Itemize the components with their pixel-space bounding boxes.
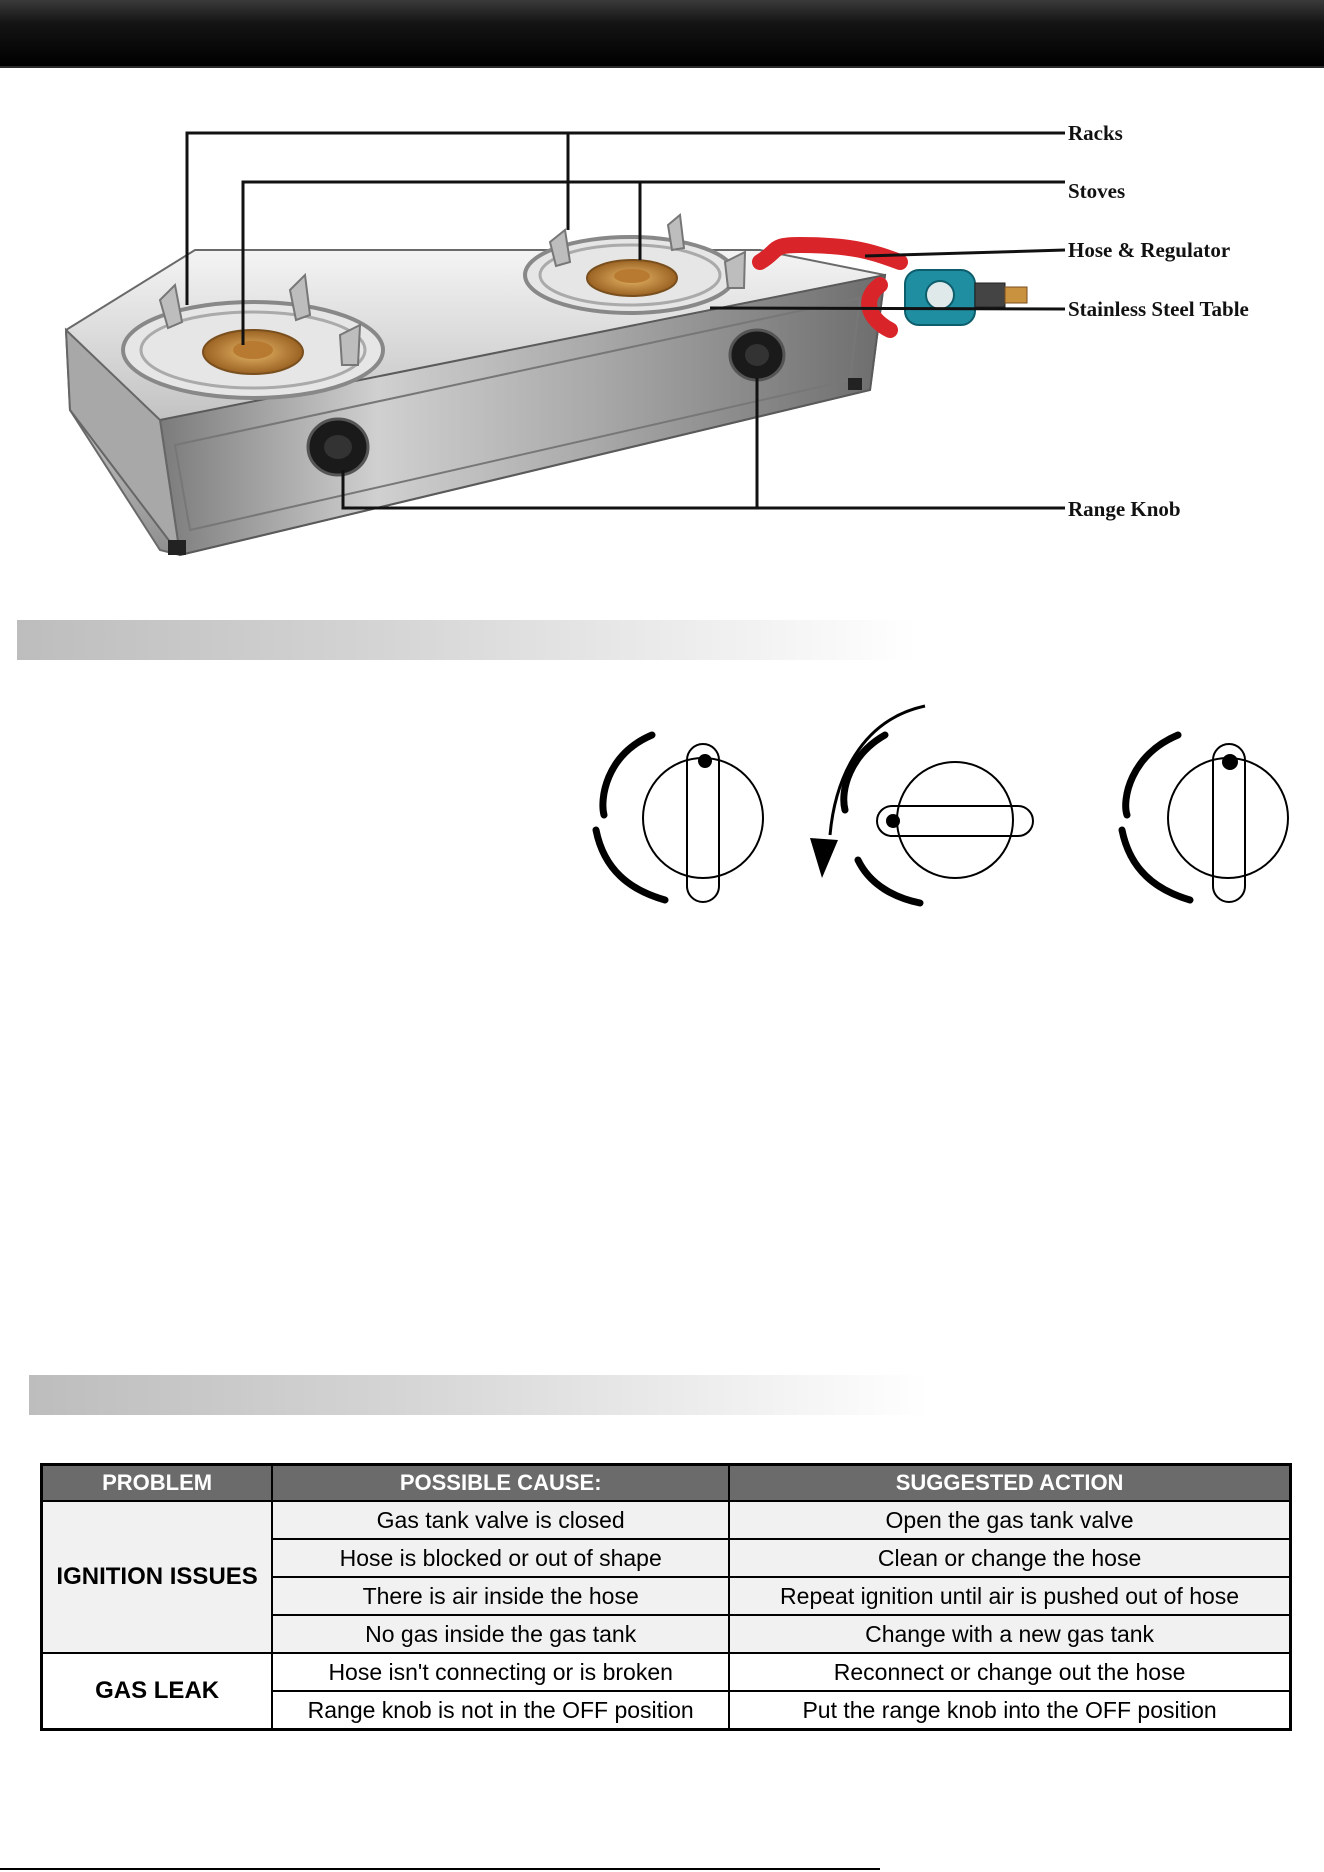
- label-hose-regulator: Hose & Regulator: [1068, 238, 1230, 262]
- header-suggested-action: SUGGESTED ACTION: [728, 1463, 1292, 1502]
- table-row: No gas inside the gas tank Change with a…: [42, 1614, 1292, 1654]
- label-stainless-steel-table: Stainless Steel Table: [1068, 297, 1249, 321]
- header-problem: PROBLEM: [40, 1463, 274, 1502]
- problem-gas-leak: GAS LEAK: [40, 1652, 274, 1731]
- table-row: GAS LEAK Hose isn't connecting or is bro…: [40, 1652, 1292, 1731]
- cause-cell: There is air inside the hose: [271, 1576, 731, 1616]
- troubleshooting-table: PROBLEM POSSIBLE CAUSE: SUGGESTED ACTION…: [40, 1463, 1292, 1731]
- cause-cell: Hose is blocked or out of shape: [271, 1538, 731, 1578]
- right-burner: [523, 213, 747, 315]
- label-racks: Racks: [1068, 121, 1123, 145]
- cause-cell: Hose isn't connecting or is broken: [271, 1652, 731, 1692]
- callout-labels: Racks Stoves Hose & Regulator Stainless …: [1068, 121, 1249, 521]
- knob-turning-position: [810, 704, 1034, 907]
- section-header-bar-troubleshooting: [29, 1375, 929, 1415]
- table-header-row: PROBLEM POSSIBLE CAUSE: SUGGESTED ACTION: [40, 1463, 1292, 1502]
- knob-off-position-1: [592, 731, 764, 904]
- problem-ignition-issues: IGNITION ISSUES: [40, 1500, 274, 1654]
- label-stoves: Stoves: [1068, 179, 1125, 203]
- action-cell: Reconnect or change out the hose: [728, 1652, 1292, 1692]
- callout-lines: [185, 131, 1066, 510]
- bottom-rule: [0, 1868, 880, 1870]
- section-header-bar-operation: [17, 620, 917, 660]
- action-cell: Repeat ignition until air is pushed out …: [728, 1576, 1292, 1616]
- knob-off-position-2: [1118, 731, 1289, 904]
- action-cell: Open the gas tank valve: [728, 1500, 1292, 1540]
- knob-position-illustrations: [592, 704, 1289, 907]
- left-burner: [121, 272, 385, 400]
- range-knobs: [306, 328, 786, 477]
- stove-diagram: Racks Stoves Hose & Regulator Stainless …: [64, 121, 1249, 557]
- cause-cell: Range knob is not in the OFF position: [271, 1690, 731, 1731]
- table-row: Range knob is not in the OFF position Pu…: [42, 1690, 1292, 1731]
- label-range-knob: Range Knob: [1068, 497, 1181, 521]
- table-row: Hose is blocked or out of shape Clean or…: [42, 1538, 1292, 1578]
- table-row: IGNITION ISSUES Gas tank valve is closed…: [40, 1500, 1292, 1654]
- action-cell: Clean or change the hose: [728, 1538, 1292, 1578]
- action-cell: Put the range knob into the OFF position: [728, 1690, 1292, 1731]
- cause-cell: Gas tank valve is closed: [271, 1500, 731, 1540]
- header-possible-cause: POSSIBLE CAUSE:: [271, 1463, 731, 1502]
- cause-cell: No gas inside the gas tank: [271, 1614, 731, 1654]
- top-header-bar: [0, 0, 1324, 68]
- action-cell: Change with a new gas tank: [728, 1614, 1292, 1654]
- table-row: There is air inside the hose Repeat igni…: [42, 1576, 1292, 1616]
